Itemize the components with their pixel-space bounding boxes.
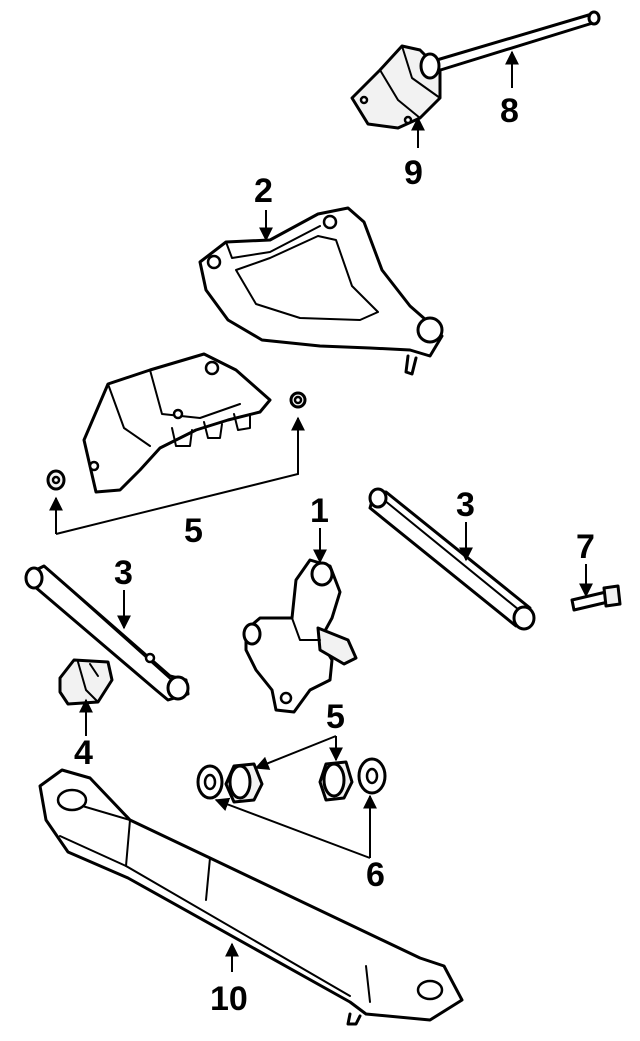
part-9-bracket [350, 44, 442, 130]
part-1-steering-knuckle [242, 558, 358, 714]
callout-6: 6 [366, 856, 385, 894]
part-4-clip [58, 658, 114, 706]
nut-right [289, 391, 307, 409]
bushing-washer-left [196, 764, 224, 800]
part-3-link-left [24, 564, 190, 702]
part-10-crossmember [38, 768, 464, 1026]
callout-5-upper: 5 [184, 512, 203, 550]
frame-mount-bracket [82, 352, 272, 494]
callout-10: 10 [210, 980, 248, 1018]
bushing-washer-right [357, 757, 387, 795]
part-3-link-right [368, 487, 536, 631]
callout-2: 2 [254, 172, 273, 210]
callout-7: 7 [576, 528, 595, 566]
nut-left [46, 469, 66, 491]
callout-1: 1 [310, 492, 329, 530]
leaders [49, 50, 593, 972]
part-7-bolt [570, 584, 622, 612]
bushing-left [224, 762, 264, 804]
callout-8: 8 [500, 92, 519, 130]
callout-4: 4 [74, 734, 93, 772]
part-8-rod [428, 10, 601, 74]
bushing-right [318, 760, 354, 802]
callout-9: 9 [404, 154, 423, 192]
callout-3-left: 3 [114, 554, 133, 592]
callout-3-right: 3 [456, 486, 475, 524]
part-2-upper-control-arm [198, 206, 444, 376]
callout-5-lower: 5 [326, 698, 345, 736]
